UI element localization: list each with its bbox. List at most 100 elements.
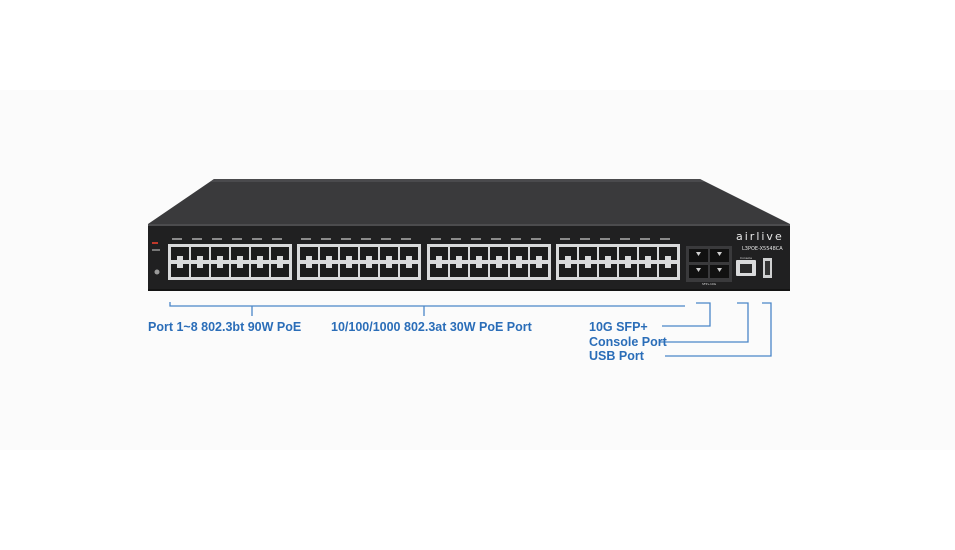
rj45-latch xyxy=(237,264,243,268)
port-led xyxy=(531,238,541,240)
console-port-label: Console xyxy=(740,256,752,260)
rj45-latch xyxy=(197,256,203,260)
rj45-latch xyxy=(237,256,243,260)
rj45-latch xyxy=(197,264,203,268)
port-led xyxy=(560,238,570,240)
rj45-latch xyxy=(436,264,442,268)
rj45-latch xyxy=(536,264,542,268)
rj45-port xyxy=(320,247,338,260)
port-led xyxy=(252,238,262,240)
rj45-latch xyxy=(346,256,352,260)
port-led xyxy=(640,238,650,240)
port-led xyxy=(192,238,202,240)
rj45-port xyxy=(400,247,418,260)
rj45-port xyxy=(619,247,637,260)
rj45-latch xyxy=(476,264,482,268)
rj45-port xyxy=(430,264,448,277)
rj45-port xyxy=(271,264,289,277)
rj45-latch xyxy=(476,256,482,260)
port-led xyxy=(272,238,282,240)
rj45-port-groups xyxy=(168,238,680,280)
rj45-port xyxy=(450,247,468,260)
rj45-port xyxy=(300,264,318,277)
switch-top xyxy=(148,179,790,224)
rj45-latch xyxy=(516,256,522,260)
brand-logo: airlive xyxy=(736,230,784,243)
rj45-latch xyxy=(366,264,372,268)
rj45-port xyxy=(400,264,418,277)
power-led xyxy=(152,242,158,244)
rj45-port xyxy=(510,247,528,260)
rj45-latch xyxy=(456,256,462,260)
rj45-port xyxy=(231,247,249,260)
rj45-latch xyxy=(177,256,183,260)
rj45-latch xyxy=(645,256,651,260)
rj45-port xyxy=(639,264,657,277)
port-led xyxy=(431,238,441,240)
reset-button xyxy=(154,269,160,275)
sfp-arrow-icon xyxy=(717,268,722,272)
port-led xyxy=(620,238,630,240)
port-led xyxy=(600,238,610,240)
callout-console: Console Port xyxy=(589,335,667,349)
rj45-port xyxy=(470,247,488,260)
rj45-latch xyxy=(605,256,611,260)
port-led xyxy=(401,238,411,240)
rj45-latch xyxy=(665,256,671,260)
port-led xyxy=(361,238,371,240)
port-led xyxy=(381,238,391,240)
rj45-latch xyxy=(516,264,522,268)
rj45-port xyxy=(231,264,249,277)
port-led xyxy=(471,238,481,240)
rj45-latch xyxy=(625,256,631,260)
rj45-port xyxy=(490,264,508,277)
rj45-port xyxy=(300,247,318,260)
rj45-port xyxy=(380,264,398,277)
rj45-latch xyxy=(386,256,392,260)
rj45-port xyxy=(559,247,577,260)
rj45-port xyxy=(251,247,269,260)
rj45-port xyxy=(251,264,269,277)
rj45-latch xyxy=(565,256,571,260)
rj45-port xyxy=(171,247,189,260)
rj45-port xyxy=(530,264,548,277)
rj45-latch xyxy=(536,256,542,260)
rj45-port xyxy=(490,247,508,260)
port-led xyxy=(451,238,461,240)
port-led xyxy=(660,238,670,240)
rj45-latch xyxy=(306,264,312,268)
port-led xyxy=(212,238,222,240)
rj45-latch xyxy=(306,256,312,260)
port-led xyxy=(172,238,182,240)
rj45-port xyxy=(659,264,677,277)
rj45-port xyxy=(470,264,488,277)
rj45-latch xyxy=(406,264,412,268)
rj45-port xyxy=(579,247,597,260)
port-led xyxy=(232,238,242,240)
rj45-latch xyxy=(565,264,571,268)
rj45-latch xyxy=(366,256,372,260)
callout-lines xyxy=(169,302,772,357)
rj45-port xyxy=(360,247,378,260)
rj45-port xyxy=(171,264,189,277)
rj45-port xyxy=(559,264,577,277)
rj45-port xyxy=(619,264,637,277)
rj45-latch xyxy=(326,264,332,268)
rj45-port xyxy=(320,264,338,277)
rj45-latch xyxy=(277,264,283,268)
rj45-port xyxy=(360,264,378,277)
rj45-latch xyxy=(665,264,671,268)
rj45-latch xyxy=(277,256,283,260)
rj45-latch xyxy=(436,256,442,260)
sfp-arrow-icon xyxy=(717,252,722,256)
model-number: L3POE-X5548CA xyxy=(742,246,783,252)
rj45-port xyxy=(599,247,617,260)
rj45-port xyxy=(191,264,209,277)
callout-poe-30w: 10/100/1000 802.3at 30W PoE Port xyxy=(331,320,532,334)
rj45-port xyxy=(599,264,617,277)
rj45-latch xyxy=(585,256,591,260)
rj45-latch xyxy=(585,264,591,268)
rj45-port xyxy=(211,264,229,277)
callout-poe-90w: Port 1~8 802.3bt 90W PoE xyxy=(148,320,302,334)
